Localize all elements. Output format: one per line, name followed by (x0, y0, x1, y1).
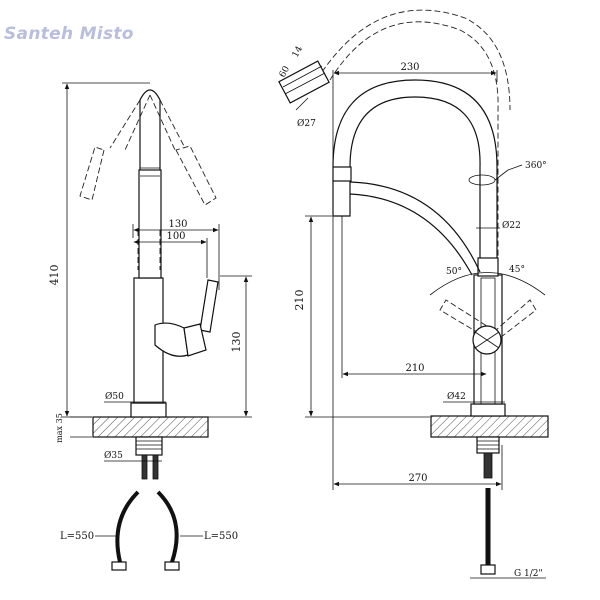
side-spout-swing-right (149, 94, 186, 151)
front-view: 50° 45° 230 14 60 Ø27 360° Ø22 210 (278, 9, 549, 579)
hose-length-right: L=550 (204, 531, 238, 542)
angle-45: 45° (509, 265, 525, 275)
dim-spout-230: 230 (400, 62, 419, 73)
side-hose-left (115, 490, 140, 563)
front-aerator (278, 60, 330, 104)
dim-vertical-130: 130 (230, 332, 243, 353)
dim-max-35: max 35 (55, 413, 64, 443)
dim-height-410: 410 (48, 265, 61, 286)
dim-aerator-60: 60 (278, 64, 292, 79)
side-mount-nut (135, 436, 163, 456)
side-view: 410 130 100 130 Ø50 max 35 Ø35 L=550 L=5… (48, 82, 252, 571)
rotation-360-marker (468, 174, 496, 186)
side-lever-arm (199, 279, 219, 333)
front-pullout-hose (349, 181, 481, 273)
dim-spout-d22: Ø22 (502, 220, 521, 231)
side-upper-column (138, 169, 162, 279)
front-lever-swing-left (439, 299, 491, 339)
dim-thread-d35: Ø35 (104, 450, 123, 461)
dim-width-270: 270 (408, 473, 427, 484)
side-countertop (92, 416, 209, 438)
hose-length-left: L=550 (60, 531, 94, 542)
side-spout-tube (139, 89, 161, 170)
angle-50: 50° (446, 267, 462, 277)
side-base-flange (130, 402, 167, 418)
side-spout-swing-left (109, 94, 151, 151)
front-base-flange (470, 403, 506, 417)
front-countertop (430, 415, 549, 438)
front-spout-arc (332, 79, 498, 258)
dim-body-d42: Ø42 (447, 391, 466, 402)
dim-reach-130: 130 (168, 219, 187, 230)
side-hose-right (156, 490, 179, 563)
brand-logo: Santeh Misto (4, 24, 134, 44)
dim-base-d50: Ø50 (105, 391, 124, 402)
rotation-360: 360° (525, 161, 547, 171)
front-spout-rotated (329, 21, 499, 258)
dim-aerator-14: 14 (291, 44, 305, 59)
dim-reach-100: 100 (166, 231, 185, 242)
connection-g12: G 1/2" (514, 569, 543, 579)
front-lever-swing-right (486, 299, 537, 345)
dim-height-210: 210 (293, 290, 306, 311)
dim-aerator-d27: Ø27 (297, 118, 316, 129)
dim-reach-210: 210 (405, 363, 424, 374)
